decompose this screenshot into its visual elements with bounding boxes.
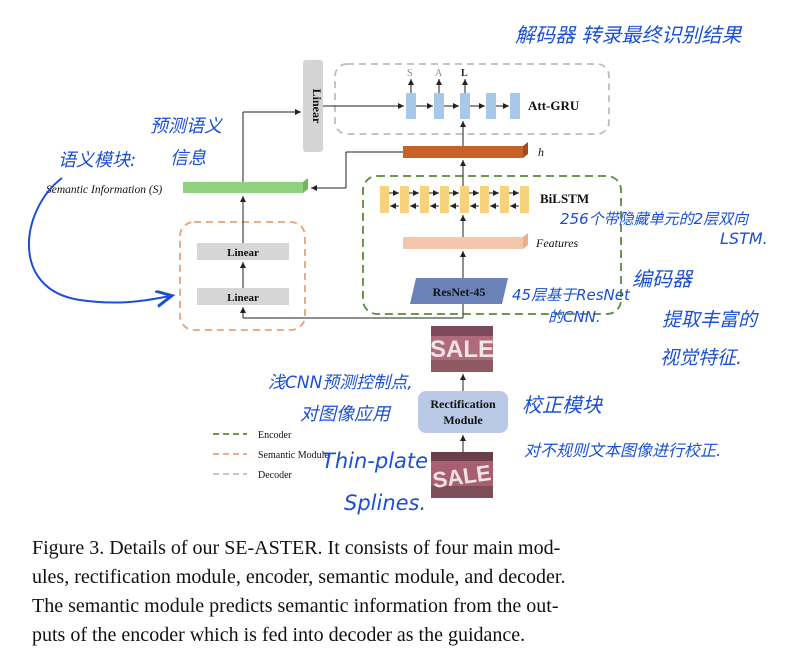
- semantic-curve-arrow: [27, 177, 170, 303]
- note-predict-1: 预测语义: [150, 116, 223, 137]
- note-bilstm-1: 256个带隐藏单元的2层双向: [560, 210, 750, 228]
- note-resnet-2: 的CNN.: [548, 308, 601, 326]
- caption-line: Figure 3. Details of our SE-ASTER. It co…: [32, 537, 561, 559]
- features-label: Features: [535, 236, 579, 250]
- note-cnn-2: 对图像应用: [300, 404, 392, 425]
- out-char-s: S: [407, 68, 413, 79]
- note-semantic-module: 语义模块:: [58, 150, 136, 171]
- resnet-block: [410, 278, 508, 304]
- bilstm-cells: [380, 186, 529, 213]
- note-tps-2: Splines.: [344, 491, 426, 515]
- note-bilstm-2: LSTM.: [720, 229, 768, 248]
- note-resnet-1: 45层基于ResNet: [512, 286, 631, 304]
- rectification-module: [418, 391, 508, 433]
- h-bar: [403, 146, 523, 158]
- resnet-label: ResNet-45: [433, 285, 486, 299]
- linear-top-label: Linear: [310, 89, 324, 124]
- figure-diagram: S A L Att-GRU Linear h BiLSTM: [27, 23, 768, 515]
- rectified-image: SALE: [430, 326, 494, 372]
- caption-line: ules, rectification module, encoder, sem…: [32, 566, 566, 588]
- note-decoder: 解码器 转录最终识别结果: [515, 23, 742, 47]
- att-gru-label: Att-GRU: [528, 98, 580, 113]
- figure-caption: Figure 3. Details of our SE-ASTER. It co…: [32, 534, 777, 650]
- gru-cells: [406, 79, 520, 119]
- encoder-region: [362, 175, 622, 315]
- rect-label-1: Rectification: [430, 397, 496, 411]
- caption-line: puts of the encoder which is fed into de…: [32, 624, 526, 646]
- legend: Encoder Semantic Module Decoder: [213, 430, 329, 481]
- linear-block-1: [197, 243, 289, 260]
- note-tps-1: Thin-plate: [322, 449, 428, 473]
- linear-2-label: Linear: [227, 292, 259, 304]
- bilstm-label: BiLSTM: [540, 191, 589, 206]
- note-cnn-1: 浅CNN预测控制点,: [268, 373, 413, 393]
- decoder-region: [334, 63, 610, 135]
- caption-line: The semantic module predicts semantic in…: [32, 595, 559, 617]
- h-label: h: [538, 145, 544, 159]
- handwritten-annotations: 解码器 转录最终识别结果 预测语义 信息 语义模块: 256个带隐藏单元的2层双…: [27, 23, 768, 515]
- note-rect-desc: 对不规则文本图像进行校正.: [524, 441, 721, 460]
- linear-top-block: [303, 60, 323, 152]
- semantic-info-label: Semantic Information (S): [46, 184, 162, 196]
- legend-decoder: Decoder: [258, 470, 293, 481]
- out-char-a: A: [435, 68, 443, 79]
- note-rect: 校正模块: [522, 393, 603, 417]
- svg-text:SALE: SALE: [430, 336, 494, 363]
- input-image: SALE: [431, 452, 493, 498]
- features-bar: [403, 237, 523, 249]
- legend-encoder: Encoder: [258, 430, 292, 441]
- out-char-l: L: [461, 68, 468, 79]
- linear-block-2: [197, 288, 289, 305]
- note-encoder-1: 编码器: [632, 267, 694, 291]
- note-encoder-3: 视觉特征.: [660, 347, 742, 369]
- rect-label-2: Module: [443, 413, 483, 427]
- linear-1-label: Linear: [227, 247, 259, 259]
- legend-semantic: Semantic Module: [258, 450, 329, 461]
- note-encoder-2: 提取丰富的: [662, 309, 759, 331]
- semantic-info-bar: [183, 182, 303, 193]
- note-predict-2: 信息: [170, 148, 206, 169]
